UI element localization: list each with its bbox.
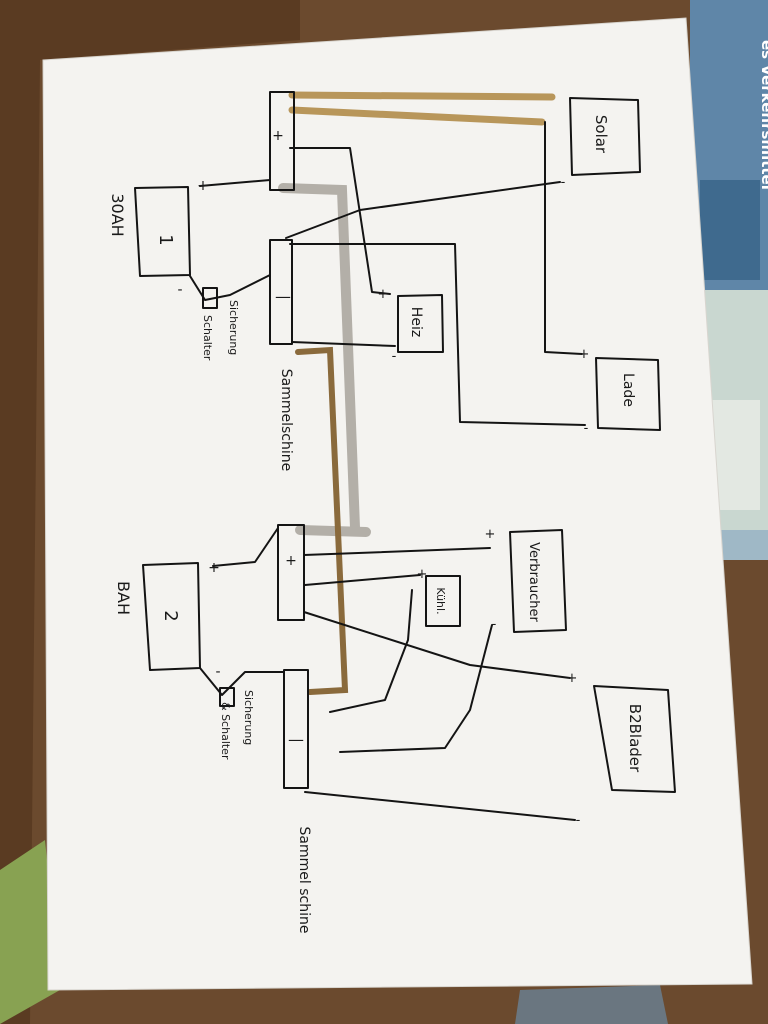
solar-minus-mark: -	[561, 175, 566, 190]
colored-wires	[278, 91, 556, 695]
charger-plus-wire	[544, 121, 583, 355]
charger-box	[595, 357, 661, 431]
top-plus-busbar	[269, 91, 295, 191]
solar-label: Solar	[592, 115, 610, 154]
shoe-right	[515, 985, 668, 1024]
top-minus-busbar	[269, 239, 293, 345]
battery-1-plus-mark: +	[197, 178, 209, 194]
b2b-plus-wire	[303, 611, 571, 679]
gold-wire-solar-lower	[288, 106, 546, 126]
consumers-box	[509, 529, 567, 633]
battery-2-minus-wire	[199, 667, 285, 696]
labels: 1 30AH Solar Heiz Lade Sammelschine Sich…	[108, 115, 644, 934]
battery-1-capacity: 30AH	[108, 193, 127, 236]
consumers-label: Verbraucher	[526, 542, 541, 622]
bottom-plus-busbar	[277, 524, 305, 621]
battery-1-plus-wire	[199, 179, 271, 187]
charger-minus-wire	[289, 243, 586, 426]
battery-2-capacity: BAH	[114, 581, 133, 615]
gold-wire-solar-upper	[288, 91, 556, 101]
fuse-switch-top	[202, 287, 218, 309]
fuse-label-bottom: Sicherung	[242, 690, 255, 745]
b2b-minus-wire	[304, 791, 576, 821]
consumers-minus-mark: -	[492, 617, 497, 632]
heater-label: Heiz	[408, 307, 424, 337]
battery-2-plus-wire	[212, 527, 279, 567]
fridge-box	[425, 575, 461, 627]
fridge-plus-mark: +	[417, 567, 428, 582]
b2b-label: B2Blader	[626, 704, 644, 773]
fridge-plus-wire	[304, 574, 421, 586]
heater-minus-mark: -	[392, 349, 397, 364]
heater-minus-wire	[291, 341, 396, 347]
switch-label-bottom: & Schalter	[219, 702, 232, 760]
bottom-busbar-label: Sammel schine	[296, 827, 312, 934]
bottom-bus-plus-mark: +	[285, 553, 297, 569]
b2b-box	[593, 685, 676, 793]
solar-box	[569, 97, 641, 176]
magazine-photo	[700, 180, 760, 280]
switch-label-top: Schalter	[201, 315, 214, 361]
battery-1-number: 1	[155, 234, 176, 245]
consumers-minus-wire	[339, 624, 493, 753]
battery-2-minus-mark: -	[215, 664, 220, 680]
battery-2-number: 2	[160, 610, 181, 621]
solar-minus-wire	[285, 181, 561, 239]
silver-wire-plus-bus	[278, 183, 360, 533]
shoe-left	[0, 840, 60, 1024]
top-busbar-label: Sammelschine	[278, 369, 294, 471]
paper-sheet	[42, 17, 753, 991]
bottom-bus-minus-mark: —	[288, 730, 304, 749]
charger-label: Lade	[620, 373, 636, 407]
magazine-heading: es Verkehrsmittel	[758, 40, 768, 190]
top-bus-minus-mark: —	[275, 287, 291, 306]
charger-plus-mark: +	[579, 347, 590, 362]
fridge-minus-wire	[329, 589, 413, 713]
ink-lines	[134, 91, 676, 821]
charger-minus-mark: -	[584, 421, 589, 436]
brown-wire-minus-bus	[295, 346, 349, 695]
battery-1-minus-mark: -	[177, 282, 182, 298]
heater-plus-mark: +	[378, 287, 389, 302]
consumers-plus-mark: +	[485, 527, 496, 542]
fridge-label: Kühl.	[434, 587, 447, 614]
battery-1-box	[134, 186, 191, 277]
consumers-plus-wire	[303, 547, 491, 556]
fuse-label-top: Sicherung	[227, 300, 240, 355]
top-bus-plus-mark: +	[272, 128, 284, 144]
heater-box	[397, 294, 444, 353]
silver-wire-bottom-link	[295, 525, 371, 537]
b2b-minus-mark: -	[576, 813, 581, 828]
bottom-minus-busbar	[283, 669, 309, 789]
heater-plus-wire	[289, 147, 391, 295]
battery-2-plus-mark: +	[208, 560, 220, 576]
b2b-plus-mark: +	[567, 671, 578, 686]
fuse-switch-bottom	[219, 687, 235, 707]
